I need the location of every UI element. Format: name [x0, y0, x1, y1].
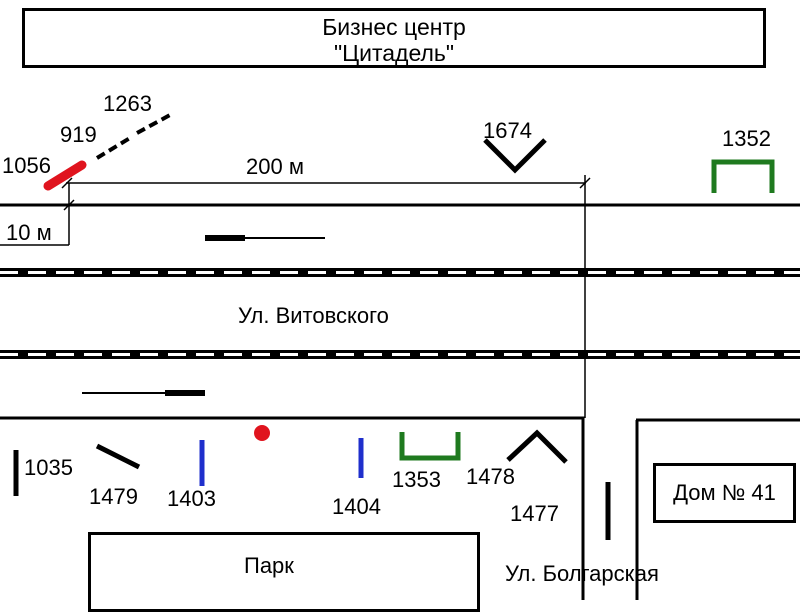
park-label: Парк [244, 553, 294, 578]
business-center-line1: Бизнес центр [322, 14, 466, 40]
label-1352: 1352 [722, 126, 771, 151]
label-1674: 1674 [483, 118, 532, 143]
marker-919-shape [95, 136, 132, 160]
marker-1056-shape [43, 160, 87, 191]
label-1403: 1403 [167, 486, 216, 511]
label-1477: 1477 [510, 501, 559, 526]
label-1035: 1035 [24, 455, 73, 480]
business-center-box: Бизнес центр "Цитадель" [22, 8, 766, 68]
marker-1479-shape [95, 443, 141, 470]
label-1263: 1263 [103, 91, 152, 116]
marker-1353-shape [399, 432, 461, 461]
road-edge-bottom-left [0, 416, 585, 600]
label-919: 919 [60, 122, 97, 147]
label-1479: 1479 [89, 484, 138, 509]
label-1478: 1478 [466, 464, 515, 489]
label-1404: 1404 [332, 494, 381, 519]
label-1353: 1353 [392, 467, 441, 492]
house-41-box: Дом № 41 [653, 463, 796, 523]
marker-1674-shape [483, 138, 547, 174]
street-vitovskogo-label: Ул. Витовского [238, 303, 389, 328]
business-center-line2: "Цитадель" [333, 40, 455, 66]
street-bolgarskaya-label: Ул. Болгарская [505, 561, 659, 586]
dimension-200m-tick-left [61, 177, 73, 189]
label-10m: 10 м [6, 220, 52, 245]
marker-1478-1477-shape [506, 429, 568, 464]
dimension-10m-tick [63, 199, 75, 211]
marker-1352-shape [711, 159, 775, 193]
label-200m: 200 м [246, 154, 304, 179]
marker-1263-shape [136, 113, 171, 135]
red-dot-marker [254, 425, 270, 441]
label-1056: 1056 [2, 153, 51, 178]
